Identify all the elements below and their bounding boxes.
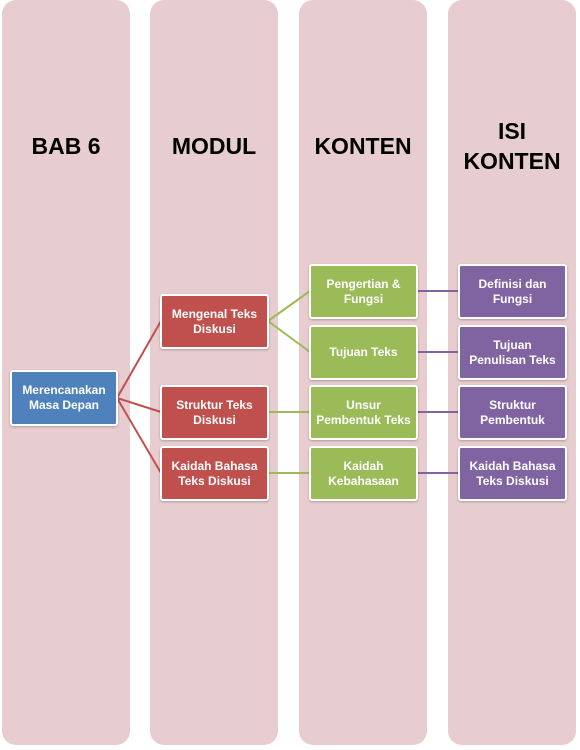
column-modul — [150, 0, 278, 745]
root-node: Merencanakan Masa Depan — [10, 370, 118, 426]
connector-root-module-2 — [116, 397, 162, 413]
detail-node-2: Tujuan Penulisan Teks — [458, 325, 567, 380]
module-node-2: Struktur Teks Diskusi — [160, 385, 269, 440]
content-node-2: Tujuan Teks — [309, 325, 418, 380]
detail-node-1: Definisi dan Fungsi — [458, 264, 567, 319]
detail-node-3: Struktur Pembentuk — [458, 385, 567, 440]
connector-module-1-content-1 — [267, 290, 311, 322]
module-node-1: Mengenal Teks Diskusi — [160, 294, 269, 349]
column-title-isi-konten: ISI KONTEN — [463, 118, 561, 174]
column-title-modul: MODUL — [171, 133, 257, 159]
connector-module-1-content-2 — [267, 320, 311, 353]
content-node-3: Unsur Pembentuk Teks — [309, 385, 418, 440]
module-node-3: Kaidah Bahasa Teks Diskusi — [160, 446, 269, 501]
connector-root-module-1 — [116, 320, 162, 399]
column-title-bab: BAB 6 — [31, 133, 101, 159]
column-title-konten: KONTEN — [314, 133, 412, 159]
connector-root-module-3 — [116, 397, 162, 474]
content-node-1: Pengertian & Fungsi — [309, 264, 418, 319]
detail-node-4: Kaidah Bahasa Teks Diskusi — [458, 446, 567, 501]
content-node-4: Kaidah Kebahasaan — [309, 446, 418, 501]
